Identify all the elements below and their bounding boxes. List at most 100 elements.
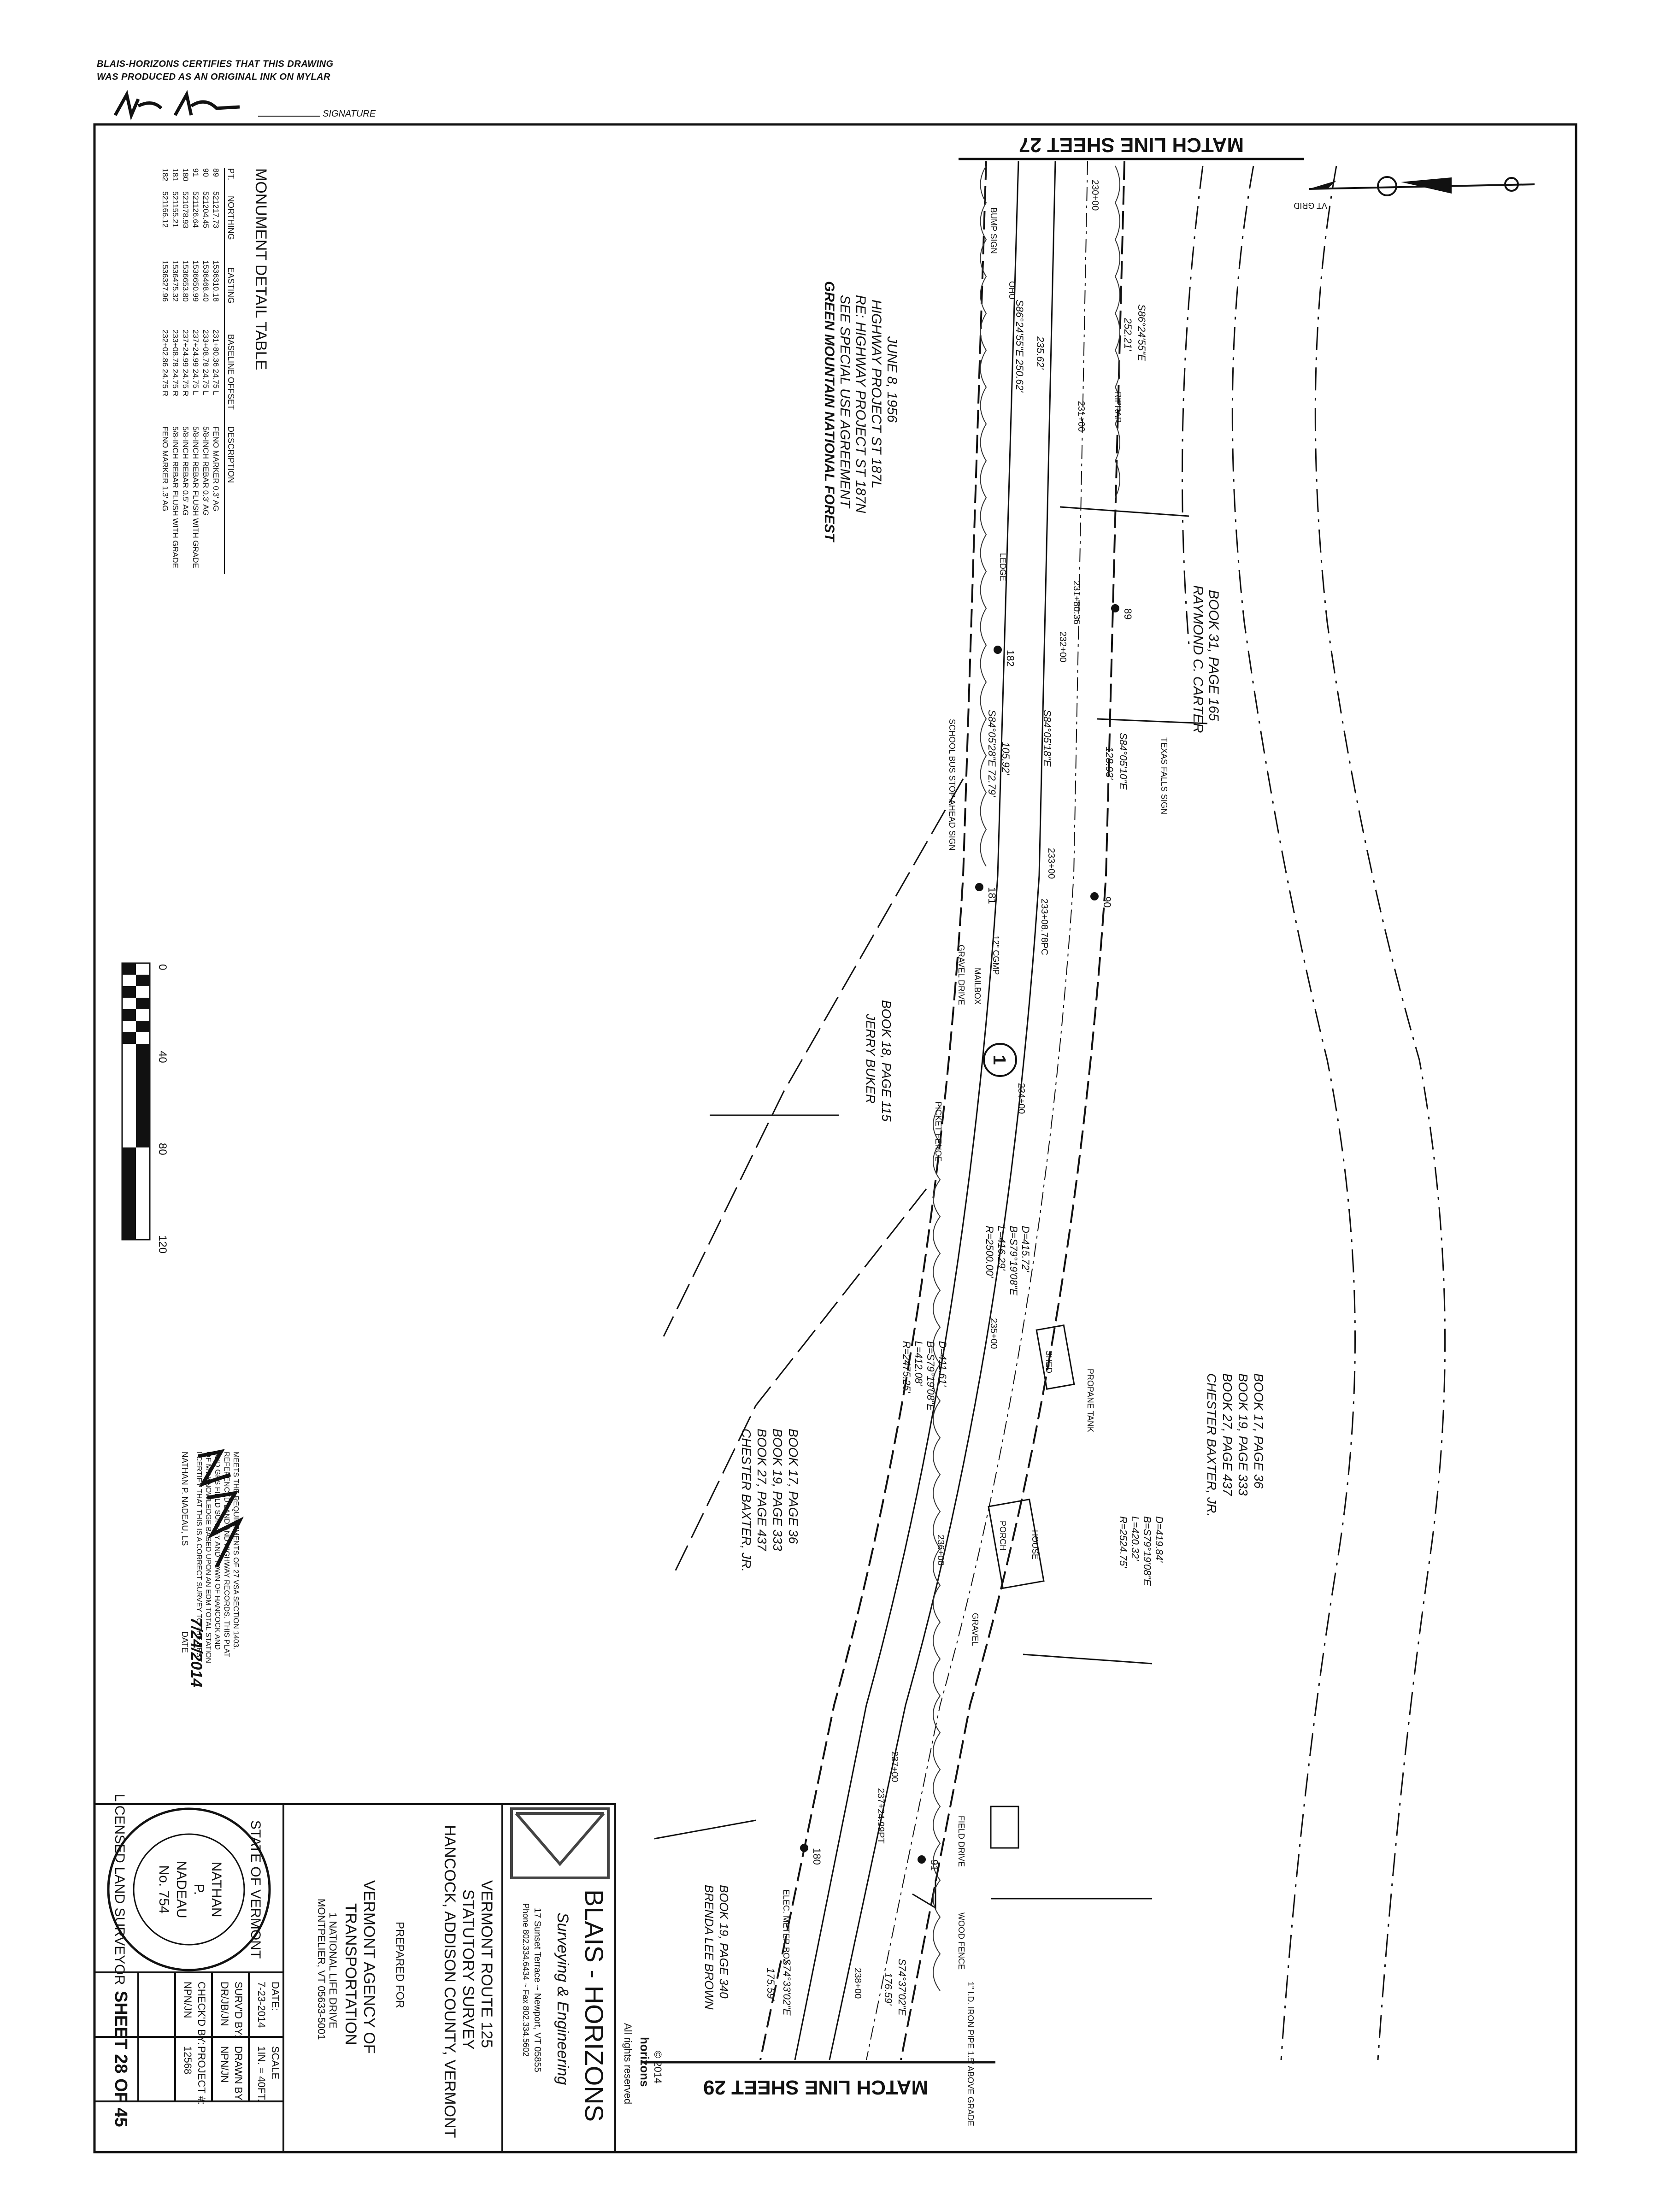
checked-value: NPN/JN <box>182 1982 194 2018</box>
property-lines <box>654 506 1208 1909</box>
station-234: 234+00 <box>1016 1083 1026 1114</box>
row-2-d: 5/8-INCH REBAR FLUSH WITH GRADE <box>191 426 200 568</box>
row-0-b: 231+80.36 24.75 L <box>212 329 220 395</box>
row-5-pt: 182 <box>161 168 170 181</box>
monument-table-title: MONUMENT DETAIL TABLE <box>252 168 270 370</box>
forest-line-3: RE: HIGHWAY PROJECT ST 187N <box>853 295 868 513</box>
monument-181: 181 <box>986 887 998 904</box>
horizons-logo: horizons <box>638 2037 652 2087</box>
row-2-n: 521126.64 <box>191 191 200 228</box>
carter-line-1: RAYMOND C. CARTER <box>1190 585 1206 733</box>
drawn-label: DRAWN BY: <box>233 2046 244 2103</box>
feature-bump-sign: BUMP SIGN <box>989 207 998 254</box>
curve-left-l: L=412.08' <box>913 1341 924 1386</box>
parcel-baxter-south: CHESTER BAXTER, JR. BOOK 27, PAGE 437 BO… <box>739 1429 800 1572</box>
surveyor-seal: STATE OF VERMONT LICENSED LAND SURVEYOR … <box>107 1794 271 1985</box>
brown-line-2: BOOK 19, PAGE 340 <box>717 1885 731 1999</box>
drawn-value: NPN/JN <box>219 2046 230 2083</box>
forest-line-5: JUNE 8, 1956 <box>884 336 900 423</box>
bearing-11: 176.59' <box>882 1972 894 2006</box>
feature-school-bus: SCHOOL BUS STOP AHEAD SIGN <box>947 719 957 851</box>
row-5-e: 1536327.96 <box>161 260 170 302</box>
feature-texas-falls: TEXAS FALLS SIGN <box>1159 737 1169 814</box>
row-4-d: 5/8-INCH REBAR FLUSH WITH GRADE <box>171 426 180 568</box>
station-235: 235+00 <box>988 1318 999 1349</box>
buildings <box>988 1324 1075 1849</box>
scale-tick-40: 40 <box>156 1051 169 1063</box>
monuments <box>800 604 1119 1864</box>
carter-line-2: BOOK 31, PAGE 165 <box>1206 590 1221 721</box>
bearing-10: S74°37'02"E <box>896 1959 908 2016</box>
parcel-baxter-north: CHESTER BAXTER, JR. BOOK 27, PAGE 437 BO… <box>1205 1373 1266 1517</box>
cert-text-4: REFERENCED LAND AND HIGHWAY RECORDS. THI… <box>223 1452 230 1658</box>
north-arrow-label: VT GRID <box>1294 201 1327 210</box>
scale-tick-0: 0 <box>156 964 169 970</box>
firm-phone: Phone 802.334.6434 ~ Fax 802.334.5602 <box>521 1903 530 2057</box>
certification-line-1: BLAIS-HORIZONS CERTIFIES THAT THIS DRAWI… <box>97 59 334 69</box>
seal-center-4: No. 754 <box>156 1865 171 1913</box>
feature-picket-fence: PICKET FENCE <box>934 1101 943 1162</box>
baxter-n-line-3: BOOK 19, PAGE 333 <box>1236 1373 1250 1496</box>
client-4: MONTPELIER, VT 05633-5001 <box>316 1899 327 2040</box>
survd-label: SURV'D BY: <box>233 1982 244 2037</box>
buker-line-1: JERRY BUKER <box>864 1013 878 1104</box>
curve-right-b: B=S79°19'08"E <box>1141 1516 1153 1586</box>
col-description: DESCRIPTION <box>226 426 235 483</box>
surveyor-name: NATHAN P. NADEAU, LS <box>180 1452 189 1546</box>
seal-center-3: NADEAU <box>174 1860 189 1918</box>
match-line-top: MATCH LINE SHEET 27 <box>1019 134 1244 156</box>
row-4-n: 521155.21 <box>171 191 180 228</box>
curve-right-r: R=2524.75' <box>1118 1516 1129 1568</box>
monument-180: 180 <box>811 1848 823 1865</box>
scale-label: SCALE <box>270 2046 281 2079</box>
feature-field-drive: FIELD DRIVE <box>957 1816 966 1867</box>
project-title-1: VERMONT ROUTE 125 <box>478 1880 495 2048</box>
project-label: PROJECT #: <box>196 2046 207 2105</box>
sheet-number: SHEET 28 OF 45 <box>111 1991 130 2127</box>
station-237pt: 237+24.99PT <box>876 1788 886 1844</box>
project-title-3: HANCOCK, ADDISON COUNTY, VERMONT <box>441 1825 459 2138</box>
forest-line-4: HIGHWAY PROJECT ST 187L <box>869 300 884 488</box>
certification-line-2: WAS PRODUCED AS AN ORIGINAL INK ON MYLAR <box>97 72 331 82</box>
monument-89: 89 <box>1122 608 1134 619</box>
parcel-forest: GREEN MOUNTAIN NATIONAL FOREST SEE SPECI… <box>822 281 900 543</box>
bearing-13: 175.59' <box>765 1968 777 2001</box>
cert-text-2: OF MY KNOWLEDGE BASED UPON AN EDM TOTAL … <box>204 1452 212 1663</box>
row-1-pt: 90 <box>201 168 210 177</box>
monument-90: 90 <box>1101 896 1113 907</box>
row-5-n: 521166.12 <box>161 191 170 228</box>
bearing-1: S86°24'55"E <box>1136 304 1147 361</box>
bearing-2: 252.21' <box>1122 318 1134 351</box>
bearing-8: S84°05'10"E <box>1118 733 1129 790</box>
col-baseline: BASELINE OFFSET <box>226 334 235 410</box>
row-2-e: 1536650.99 <box>191 260 200 302</box>
scale-bar <box>121 962 151 1241</box>
row-4-b: 233+08.78 24.75 R <box>171 329 180 396</box>
row-3-d: 5/8-INCH REBAR 0.5' AG <box>181 426 190 516</box>
curve-center-b: B=S79°19'08"E <box>1008 1226 1019 1295</box>
station-231: 231+00 <box>1076 401 1086 432</box>
seal-center-2: P. <box>191 1884 206 1895</box>
row-1-e: 1536468.40 <box>201 260 210 302</box>
bearing-12: S74°33'02"E <box>781 1959 793 2016</box>
bearing-6: S84°05'28"E 72.79' <box>986 710 998 797</box>
parcel-carter: RAYMOND C. CARTER BOOK 31, PAGE 165 <box>1190 585 1221 733</box>
col-pt: PT. <box>226 168 235 180</box>
route-125-roadway <box>759 161 1125 2060</box>
row-3-e: 1536653.80 <box>181 260 190 302</box>
baxter-s-line-2: BOOK 27, PAGE 437 <box>755 1429 769 1552</box>
station-236: 236+00 <box>935 1535 946 1565</box>
station-233pc: 233+08.78PC <box>1039 899 1049 955</box>
row-0-d: FENO MARKER 0.3' AG <box>212 426 220 512</box>
bearing-9: 128.93' <box>1104 747 1115 780</box>
tree-line <box>933 165 1120 1991</box>
monument-182: 182 <box>1005 650 1016 667</box>
curve-center-l: L=416.29' <box>996 1226 1007 1271</box>
client-2: TRANSPORTATION <box>342 1903 359 2045</box>
feature-cgmp: 12" CGMP <box>991 935 1000 975</box>
row-4-e: 1536475.32 <box>171 260 180 302</box>
sheet-border <box>93 123 1577 2153</box>
curve-center-d: D=415.72' <box>1020 1226 1031 1272</box>
